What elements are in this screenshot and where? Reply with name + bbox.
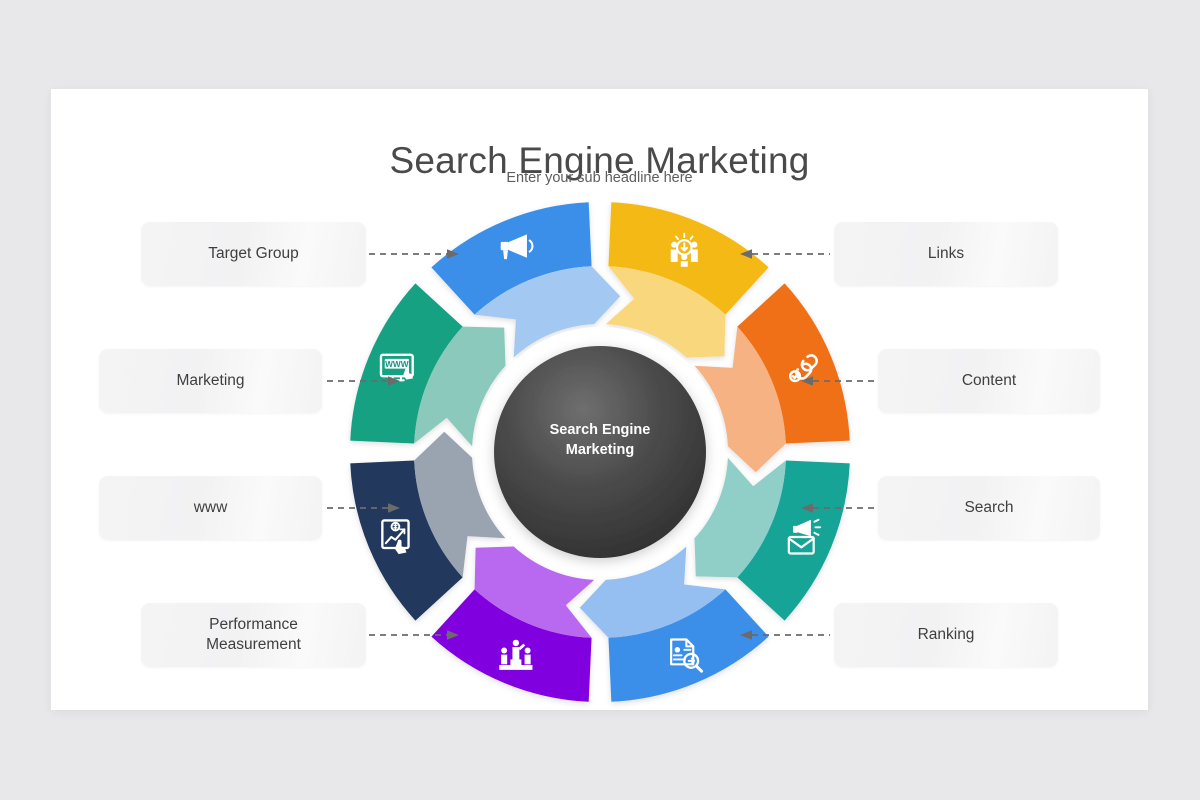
segment-arrow-content[interactable] — [694, 457, 786, 578]
segment-outer-target-group[interactable] — [608, 202, 769, 315]
callout-ranking-label: Ranking — [917, 626, 975, 643]
svg-text:WWW: WWW — [385, 360, 409, 369]
email-megaphone-icon — [787, 518, 822, 555]
callout-ranking[interactable]: Ranking — [834, 603, 1058, 667]
document-search-icon — [670, 638, 704, 673]
pm-line2: Measurement — [206, 636, 301, 653]
callout-www[interactable]: www — [99, 476, 322, 540]
callout-performance-measurement[interactable]: Performance Measurement — [141, 603, 366, 667]
callout-content-label: Content — [961, 372, 1017, 389]
center-hub — [494, 346, 706, 558]
pm-line1: Performance — [209, 616, 298, 633]
segment-arrow-ranking[interactable] — [474, 546, 595, 638]
segment-arrow-www[interactable] — [414, 326, 506, 447]
segment-arrow-performance-measurement[interactable] — [414, 431, 506, 578]
diagram-area: WWW Search Engine Marketing Target Group… — [51, 89, 1148, 710]
segment-arrow-marketing[interactable] — [474, 266, 621, 358]
callout-search[interactable]: Search — [878, 476, 1100, 540]
segment-outer-marketing[interactable] — [431, 202, 592, 315]
page-title: Search Engine Marketing — [389, 139, 810, 181]
chart-click-icon — [381, 519, 410, 555]
segment-arrow-search[interactable] — [579, 546, 726, 638]
segment-wheel: WWW — [350, 202, 850, 702]
callout-target-group-label: Target Group — [208, 245, 299, 262]
segment-outer-ranking[interactable] — [431, 589, 592, 702]
callout-target-group[interactable]: Target Group — [141, 222, 366, 286]
megaphone-icon — [500, 234, 534, 260]
segment-arrow-links[interactable] — [694, 326, 786, 473]
segment-arrow-target-group[interactable] — [605, 266, 726, 358]
target-audience-icon — [670, 232, 698, 267]
segment-outer-links[interactable] — [737, 283, 850, 444]
callout-search-label: Search — [964, 499, 1014, 516]
chain-link-icon — [788, 354, 818, 383]
slide-card: Search Engine Marketing Enter your sub h… — [51, 89, 1148, 710]
callout-marketing[interactable]: Marketing — [99, 349, 322, 413]
callout-marketing-label: Marketing — [176, 372, 245, 389]
segment-outer-performance-measurement[interactable] — [350, 460, 463, 621]
callout-content[interactable]: Content — [878, 349, 1100, 413]
callout-links[interactable]: Links — [834, 222, 1058, 286]
podium-people-icon — [499, 639, 533, 670]
callout-www-label: www — [193, 499, 228, 516]
page-subtitle: Enter your sub headline here — [506, 170, 693, 186]
callout-performance-measurement-label: Performance Measurement — [141, 615, 366, 655]
callout-links-label: Links — [927, 245, 965, 262]
